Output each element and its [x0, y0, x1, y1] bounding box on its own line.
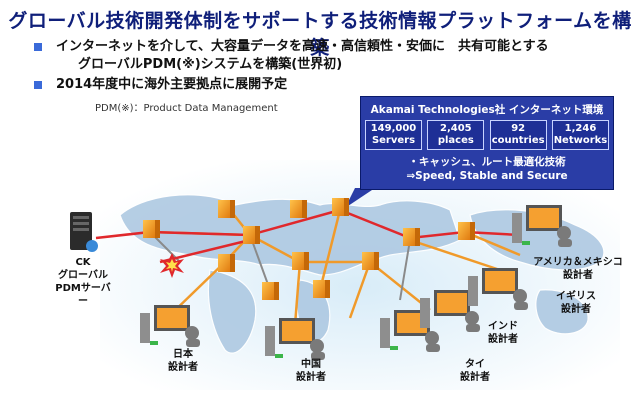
akamai-features: ・キャッシュ、ルート最適化技術 ⇒Speed, Stable and Secur…: [361, 155, 613, 183]
akamai-info-box: Akamai Technologies社 インターネット環境 149,000 S…: [360, 96, 614, 190]
server-rack-icon: [70, 212, 98, 252]
label-line: 設計者: [561, 304, 591, 315]
designer-workstation-icon: [140, 305, 200, 347]
designer-workstation-icon: [265, 318, 325, 360]
label-line: タイ: [465, 359, 485, 370]
edge-server-icon: [292, 252, 309, 270]
edge-server-icon: [290, 200, 307, 218]
stat-value: 149,000: [370, 123, 417, 134]
bullet-text: 2014年度中に海外主要拠点に展開予定: [56, 77, 288, 92]
thai-label: タイ 設計者: [452, 358, 498, 384]
edge-server-icon: [362, 252, 379, 270]
feature-speed: ⇒Speed, Stable and Secure: [406, 170, 568, 182]
label-line: グローバル: [58, 270, 108, 281]
feature-caching: ・キャッシュ、ルート最適化技術: [408, 156, 566, 168]
label-line: 設計者: [460, 372, 490, 383]
edge-server-icon: [332, 198, 349, 216]
stat-unit: places: [437, 135, 474, 146]
designer-workstation-icon: [512, 205, 572, 247]
japan-label: 日本 設計者: [160, 348, 206, 374]
edge-server-icon: [262, 282, 279, 300]
designer-workstation-icon: [420, 290, 480, 332]
akamai-stats: 149,000 Servers 2,405 places 92 countrie…: [361, 120, 613, 150]
bullet-text-cont: グローバルPDM(※)システムを構築(世界初): [78, 57, 343, 72]
americas-label: アメリカ＆メキシコ 設計者: [528, 256, 628, 282]
edge-server-icon: [218, 254, 235, 272]
stat-countries: 92 countries: [489, 120, 547, 150]
label-line: 設計者: [563, 270, 593, 281]
bullet-item: インターネットを介して、大容量データを高速・高信頼性・安価に 共有可能とする グ…: [34, 38, 549, 74]
bullet-square-icon: [34, 43, 42, 51]
alert-burst-icon: [160, 253, 184, 278]
edge-server-icon: [243, 226, 260, 244]
edge-server-icon: [218, 200, 235, 218]
designer-workstations: [140, 205, 572, 360]
label-line: PDMサーバー: [55, 283, 111, 307]
stat-servers: 149,000 Servers: [365, 120, 422, 150]
bullet-list: インターネットを介して、大容量データを高速・高信頼性・安価に 共有可能とする グ…: [34, 38, 549, 96]
edge-server-icon: [458, 222, 475, 240]
label-line: イギリス: [556, 291, 596, 302]
callout-pointer: [345, 188, 375, 208]
label-line: 中国: [301, 359, 321, 370]
edge-servers: [143, 198, 475, 300]
label-line: アメリカ＆メキシコ: [533, 257, 623, 268]
stat-places: 2,405 places: [427, 120, 485, 150]
label-line: 設計者: [488, 334, 518, 345]
akamai-header: Akamai Technologies社 インターネット環境: [370, 104, 604, 116]
stat-unit: countries: [491, 135, 545, 146]
stat-value: 2,405: [440, 123, 472, 134]
india-label: インド 設計者: [480, 320, 526, 346]
label-line: 設計者: [296, 372, 326, 383]
stat-unit: Networks: [553, 135, 608, 146]
bullet-item: 2014年度中に海外主要拠点に展開予定: [34, 76, 549, 94]
bullet-square-icon: [34, 81, 42, 89]
uk-label: イギリス 設計者: [548, 290, 604, 316]
label-line: CK: [75, 257, 91, 268]
stat-value: 92: [511, 123, 526, 134]
stat-unit: Servers: [371, 135, 416, 146]
designer-workstation-icon: [468, 268, 528, 310]
bullet-text: インターネットを介して、大容量データを高速・高信頼性・安価に 共有可能とする: [56, 39, 549, 54]
label-line: 設計者: [168, 362, 198, 373]
stat-networks: 1,246 Networks: [551, 120, 609, 150]
server-label: CK グローバル PDMサーバー: [52, 256, 114, 308]
pdm-footnote: PDM(※)：Product Data Management: [95, 103, 278, 114]
edge-server-icon: [403, 228, 420, 246]
stat-value: 1,246: [564, 123, 597, 134]
edge-server-icon: [143, 220, 160, 238]
china-label: 中国 設計者: [288, 358, 334, 384]
label-line: インド: [488, 321, 518, 332]
edge-server-icon: [313, 280, 330, 298]
label-line: 日本: [173, 349, 193, 360]
page-title: グローバル技術開発体制をサポートする技術情報プラットフォームを構築: [8, 10, 632, 59]
